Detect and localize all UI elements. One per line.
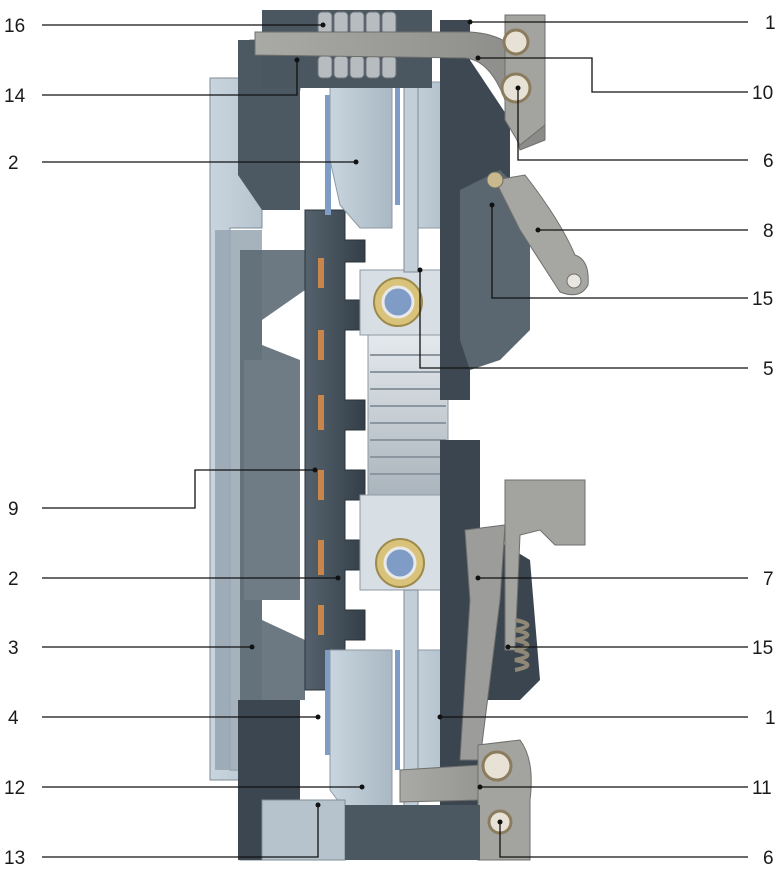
center-plate-top — [403, 81, 419, 273]
callout-1-lower: 1 — [765, 708, 776, 729]
friction-linings — [318, 258, 324, 635]
callout-15-upper: 15 — [752, 289, 773, 310]
callout-6-upper: 6 — [763, 151, 774, 172]
callout-3: 3 — [8, 638, 19, 659]
coil-spring-lower — [514, 618, 530, 672]
bearing-top-inner — [381, 285, 415, 319]
leader-lines — [42, 19, 748, 858]
callout-13: 13 — [4, 848, 25, 869]
callout-1-upper: 1 — [765, 13, 776, 34]
callout-7: 7 — [763, 569, 774, 590]
lever-arm-upper — [494, 174, 589, 296]
callout-10: 10 — [752, 83, 773, 104]
bearing-bottom-inner — [383, 546, 417, 580]
clutch-illustration — [209, 10, 589, 861]
left-labels: 16 14 2 9 2 3 4 12 13 — [4, 16, 26, 869]
right-labels: 1 10 6 8 15 5 7 15 1 11 6 — [752, 13, 776, 869]
callout-15-lower: 15 — [752, 638, 773, 659]
bottom-base — [345, 805, 480, 860]
lever-arm-upper-hole — [566, 273, 582, 289]
callout-8: 8 — [763, 221, 774, 242]
leader-13 — [42, 805, 319, 858]
coil-springs-top — [317, 11, 397, 79]
top-lever — [254, 31, 546, 151]
leader-9 — [42, 469, 315, 509]
callout-4: 4 — [8, 708, 19, 729]
right-housing-mid — [460, 170, 530, 370]
callout-6-lower: 6 — [763, 848, 774, 869]
right-housing — [440, 20, 510, 400]
callout-16: 16 — [4, 16, 25, 37]
leader-5 — [419, 270, 748, 369]
callout-5: 5 — [763, 359, 774, 380]
leader-6a — [517, 88, 748, 161]
pin-top-1 — [502, 28, 530, 56]
lower-bracket — [504, 479, 586, 651]
clutch-disc-top — [329, 81, 393, 229]
pressure-plate-left — [304, 209, 366, 691]
lining-strips — [325, 85, 400, 770]
callout-2-upper: 2 — [8, 153, 19, 174]
leader-15a — [491, 205, 748, 299]
callout-11: 11 — [752, 778, 772, 799]
pin-bottom-1 — [481, 750, 513, 782]
hub — [367, 334, 449, 496]
callout-9: 9 — [8, 499, 19, 520]
leader-6b — [499, 822, 748, 858]
pivot-upper — [486, 171, 504, 189]
lower-center-block — [261, 799, 346, 861]
leader-10 — [478, 57, 748, 93]
callout-14: 14 — [4, 86, 26, 107]
callout-2-lower: 2 — [8, 569, 19, 590]
leader-14 — [42, 60, 298, 96]
callout-12: 12 — [4, 778, 25, 799]
flywheel-web — [244, 360, 300, 600]
hub-splines — [370, 354, 446, 475]
